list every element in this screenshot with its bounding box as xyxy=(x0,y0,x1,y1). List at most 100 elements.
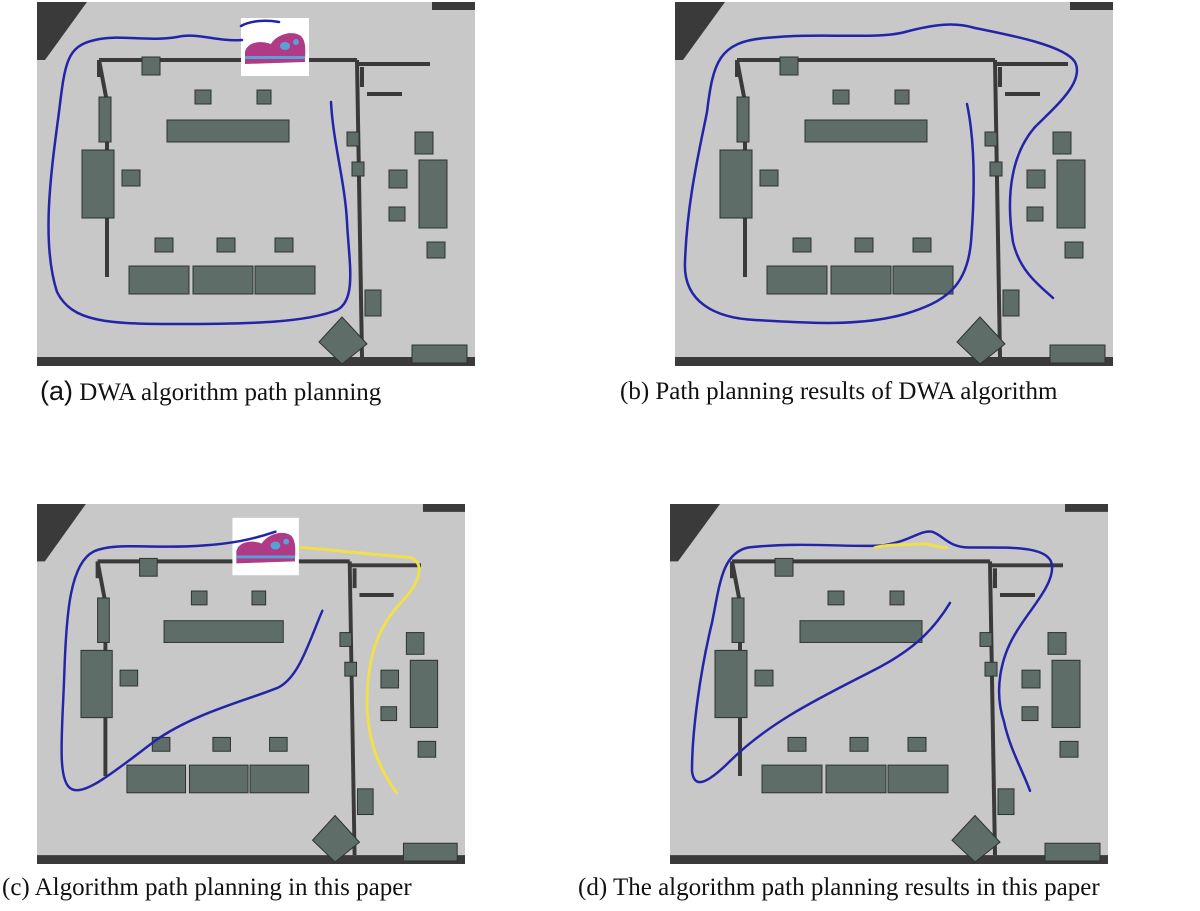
caption-c-label: (c) xyxy=(2,874,30,901)
caption-b-text: Path planning results of DWA algorithm xyxy=(655,378,1058,405)
global-path-line xyxy=(683,23,1079,325)
caption-b-label: (b) xyxy=(620,378,650,405)
wall-block xyxy=(432,2,475,10)
obstacle-diamond xyxy=(956,316,1006,365)
obstacle-block xyxy=(194,89,212,105)
obstacle-block xyxy=(274,237,294,253)
obstacle-block xyxy=(912,237,932,253)
wall-block xyxy=(422,504,465,512)
caption-b: (b) Path planning results of DWA algorit… xyxy=(620,378,1057,406)
occupancy-map-d xyxy=(670,504,1108,864)
wall-block xyxy=(670,855,1108,864)
wall-block xyxy=(37,504,86,562)
map-c xyxy=(37,504,465,864)
obstacle-block xyxy=(81,149,115,219)
obstacle-block xyxy=(426,241,446,259)
obstacle-block xyxy=(192,265,254,295)
obstacle-block xyxy=(154,237,174,253)
obstacle-block xyxy=(1064,241,1084,259)
obstacle-block xyxy=(984,661,998,677)
obstacle-block xyxy=(380,706,398,722)
obstacle-diamond xyxy=(311,814,361,863)
obstacle-block xyxy=(1059,740,1079,758)
obstacle-block xyxy=(411,344,468,364)
obstacle-block xyxy=(714,649,748,719)
wall-line xyxy=(97,59,109,103)
obstacle-block xyxy=(989,161,1003,177)
wall-block xyxy=(675,2,725,60)
obstacle-block xyxy=(351,161,365,177)
obstacle-block xyxy=(759,169,779,187)
map-a xyxy=(37,2,475,366)
obstacle-block xyxy=(344,661,358,677)
obstacle-block xyxy=(849,736,869,752)
obstacle-diamond xyxy=(318,316,368,365)
wall-line xyxy=(988,561,997,856)
obstacle-block xyxy=(1044,842,1101,862)
obstacle-block xyxy=(346,131,360,147)
obstacle-block xyxy=(774,557,794,577)
costmap-blob xyxy=(283,538,290,545)
obstacle-block xyxy=(799,620,923,643)
global-path-line xyxy=(239,19,281,28)
obstacle-block xyxy=(80,649,113,719)
wall-block xyxy=(670,504,720,562)
obstacle-block xyxy=(827,590,845,606)
obstacle-block xyxy=(731,597,745,643)
obstacle-block xyxy=(417,740,437,758)
obstacle-block xyxy=(1056,159,1086,229)
obstacle-block xyxy=(887,764,949,794)
obstacle-block xyxy=(832,89,850,105)
obstacle-block xyxy=(190,590,208,606)
obstacle-block xyxy=(761,764,823,794)
caption-a: (a) DWA algorithm path planning xyxy=(40,376,381,407)
local-path-line xyxy=(299,546,421,795)
wall-line xyxy=(95,560,108,604)
obstacle-block xyxy=(216,237,236,253)
obstacle-block xyxy=(719,149,753,219)
obstacle-block xyxy=(141,56,161,76)
local-path-line xyxy=(873,542,948,549)
obstacle-block xyxy=(1051,659,1081,729)
local-costmap-inset-icon xyxy=(241,18,309,76)
obstacle-block xyxy=(405,632,425,655)
caption-d-text: The algorithm path planning results in t… xyxy=(612,874,1100,901)
obstacle-block xyxy=(754,669,774,687)
caption-d-label: (d) xyxy=(578,874,608,901)
obstacle-block xyxy=(121,169,141,187)
obstacle-diamond xyxy=(951,814,1001,863)
global-path-line xyxy=(60,530,324,792)
global-path-line xyxy=(47,34,352,326)
obstacle-block xyxy=(269,736,288,752)
obstacle-block xyxy=(1052,131,1072,155)
obstacle-block xyxy=(1021,706,1039,722)
obstacle-block xyxy=(380,669,400,689)
wall-line xyxy=(730,560,742,604)
obstacle-block xyxy=(894,89,910,105)
costmap-core-line xyxy=(236,555,295,559)
obstacle-block xyxy=(402,842,458,862)
obstacle-block xyxy=(997,788,1015,816)
obstacle-block xyxy=(984,131,998,147)
costmap-blob xyxy=(293,39,299,45)
obstacle-block xyxy=(339,632,353,647)
obstacle-block xyxy=(414,131,434,155)
wall-block xyxy=(37,2,87,60)
obstacle-block xyxy=(139,557,158,577)
obstacle-block xyxy=(388,206,406,222)
obstacle-block xyxy=(357,788,374,816)
obstacle-block xyxy=(251,590,267,606)
obstacle-block xyxy=(163,620,284,643)
obstacle-block xyxy=(249,764,310,794)
obstacle-block xyxy=(1047,632,1067,655)
global-path-line xyxy=(690,530,1054,793)
obstacle-block xyxy=(418,159,448,229)
costmap-core-line xyxy=(245,56,305,59)
map-b xyxy=(675,2,1113,366)
obstacle-block xyxy=(1049,344,1106,364)
robot-marker-icon xyxy=(270,541,281,550)
obstacle-block xyxy=(792,237,812,253)
obstacle-block xyxy=(409,659,439,729)
caption-d: (d) The algorithm path planning results … xyxy=(578,874,1100,902)
robot-marker-icon xyxy=(280,42,290,50)
